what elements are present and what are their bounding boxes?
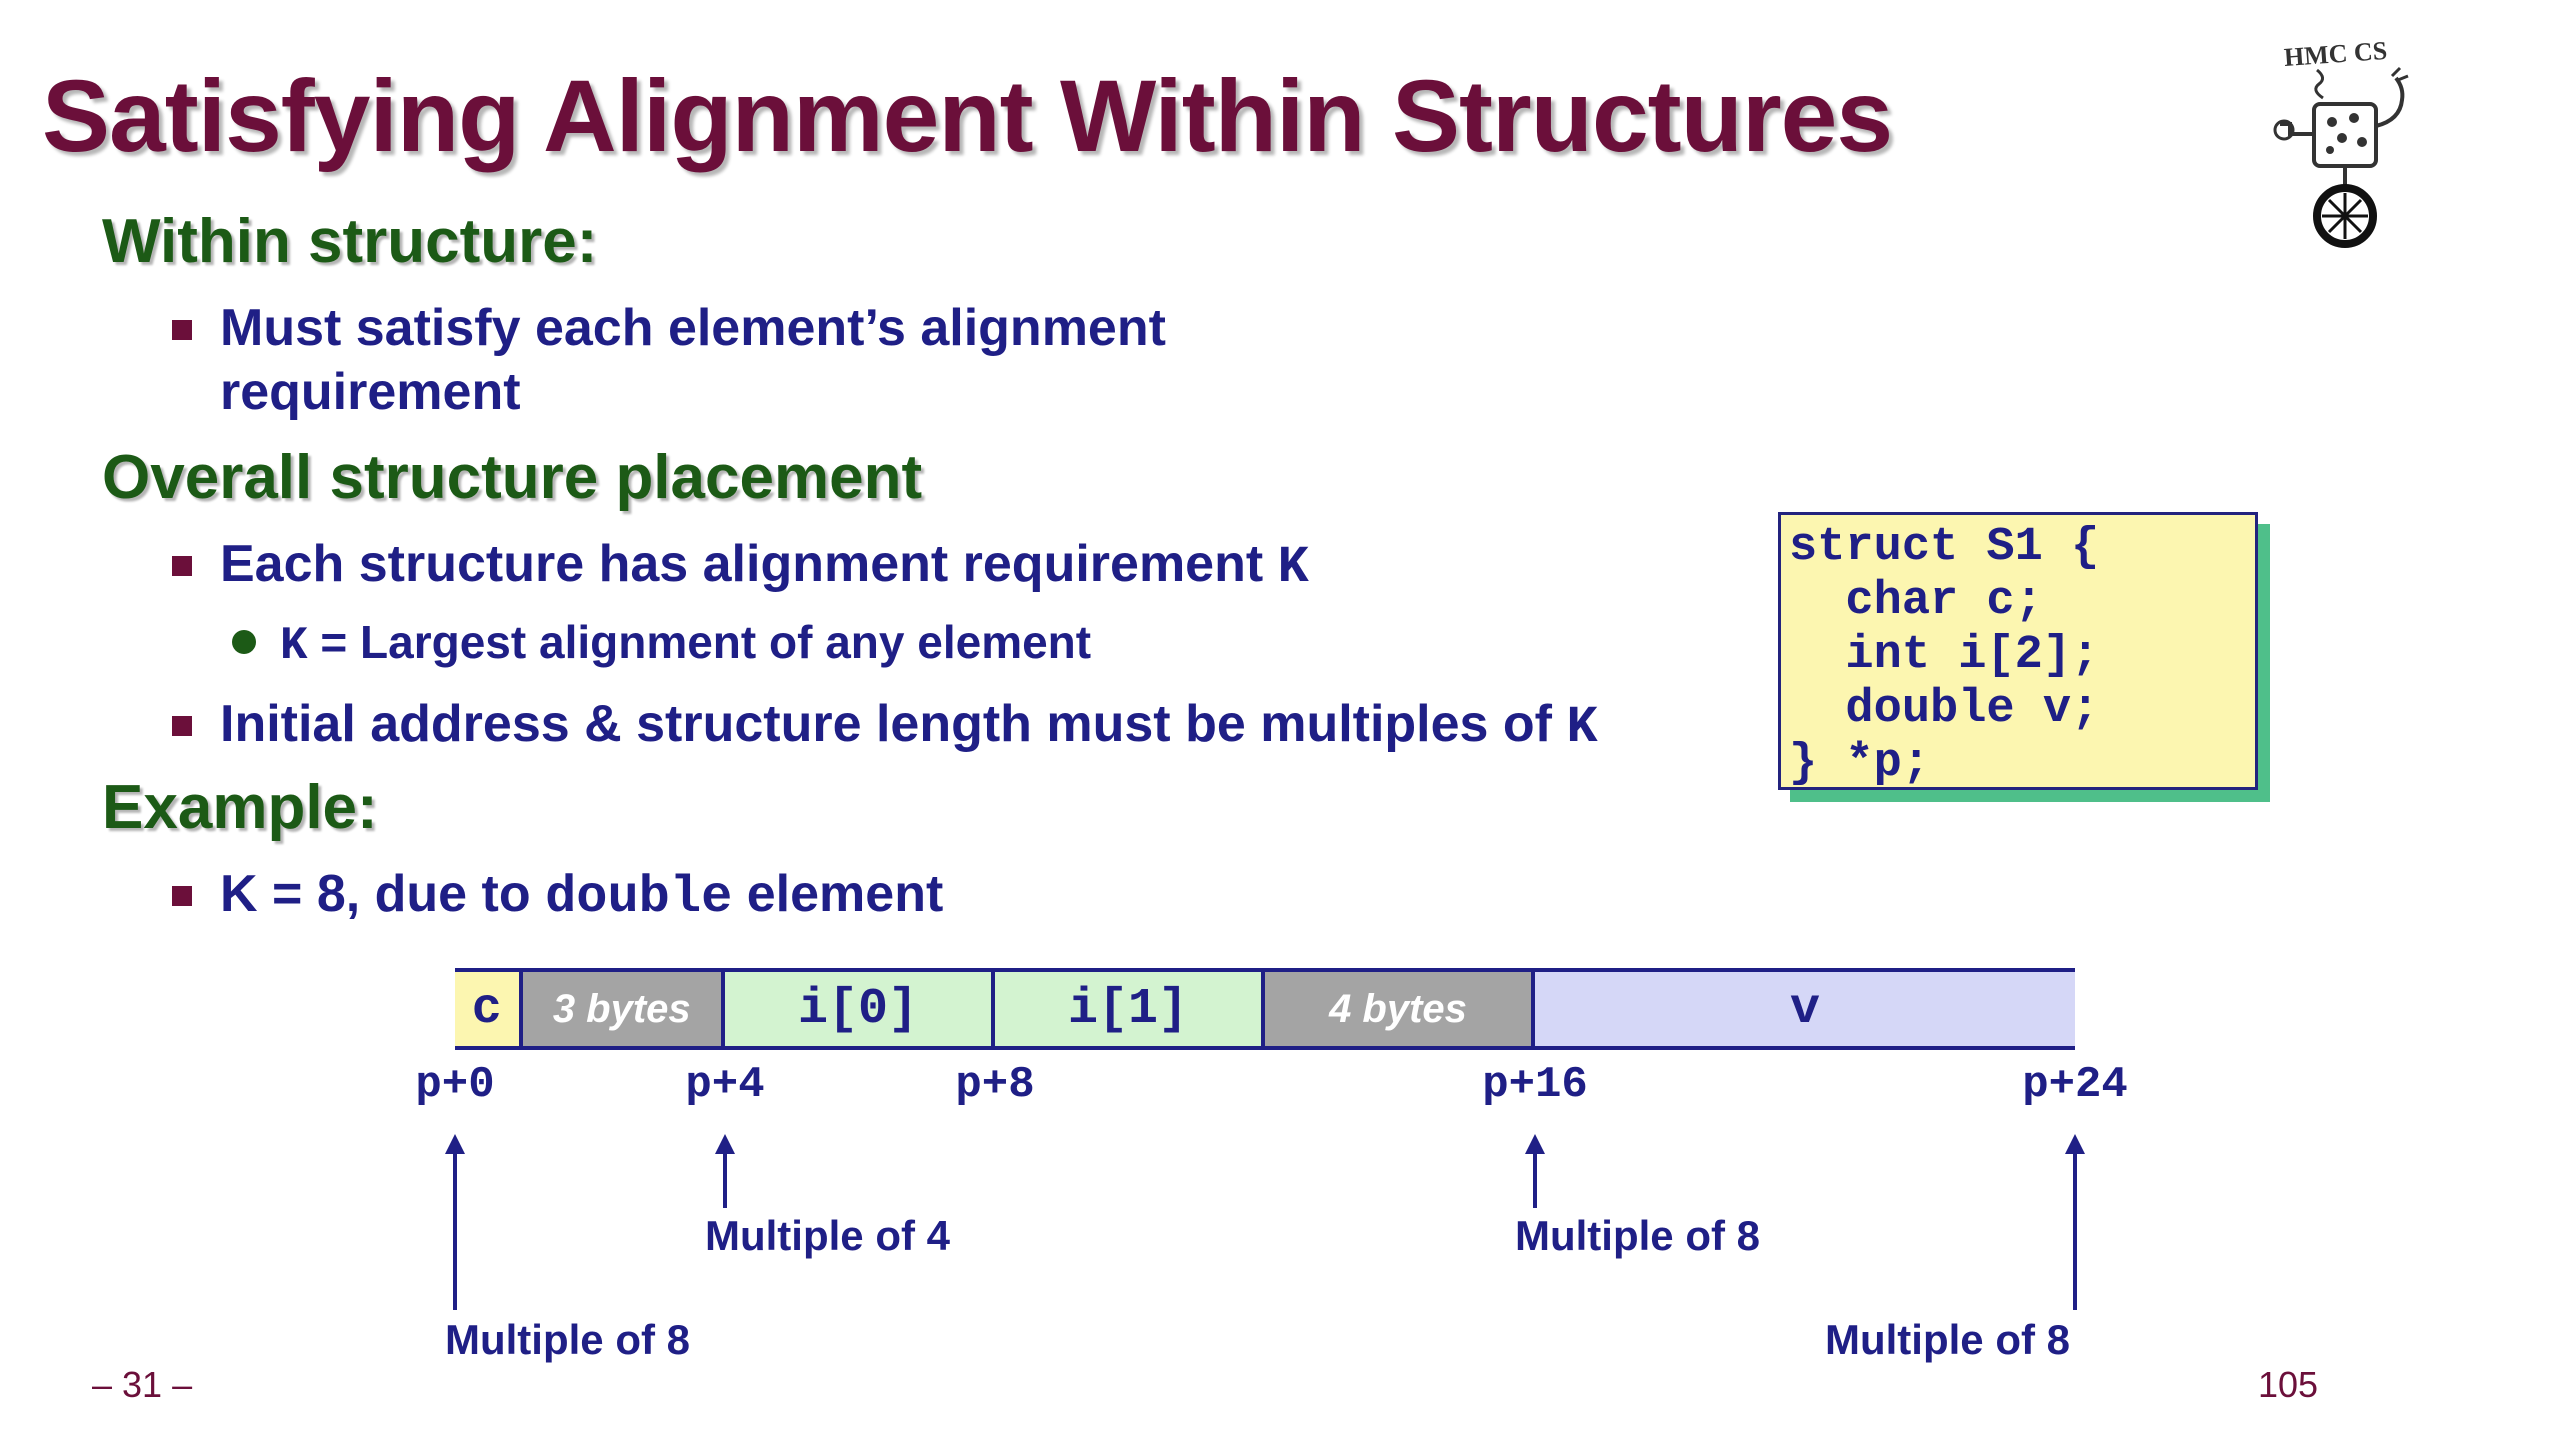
- bullet-text: element: [732, 865, 944, 923]
- struct-code-box: struct S1 { char c; int i[2]; double v; …: [1778, 512, 2258, 790]
- bullet-text: K = 8, due to: [220, 865, 546, 923]
- arrow-head: [445, 1134, 465, 1154]
- code-line: char c;: [1789, 575, 2043, 628]
- heading-within-structure: Within structure:: [102, 207, 598, 276]
- code-line: double v;: [1789, 683, 2100, 736]
- arrow-shaft: [453, 1152, 457, 1310]
- bullet-text: Initial address & structure length must …: [220, 695, 1567, 753]
- bullet-code-double: double: [545, 868, 733, 927]
- field-cell: i[0]: [725, 972, 995, 1046]
- bullet-k-equals-8: K = 8, due to double element: [220, 862, 943, 930]
- arrow-head: [1525, 1134, 1545, 1154]
- bullet-text: Each structure has alignment requirement: [220, 535, 1278, 593]
- bullet-element-alignment: Must satisfy each element’s alignment re…: [220, 296, 1166, 424]
- bullet-marker: [172, 886, 192, 906]
- heading-overall-placement: Overall structure placement: [102, 443, 923, 512]
- arrow-shaft: [1533, 1152, 1537, 1208]
- slide-title: Satisfying Alignment Within Structures: [42, 59, 1893, 173]
- slide-number-left: – 31 –: [92, 1364, 193, 1405]
- bullet-marker: [172, 716, 192, 736]
- alignment-note: Multiple of 8: [1825, 1316, 2070, 1363]
- sub-bullet-text: = Largest alignment of any element: [307, 616, 1092, 668]
- code-line: struct S1 {: [1789, 521, 2100, 574]
- code-line: } *p;: [1789, 737, 1931, 790]
- sub-bullet-marker: [232, 630, 256, 654]
- padding-cell: 3 bytes: [522, 972, 725, 1046]
- address-label: p+8: [955, 1060, 1035, 1110]
- sub-bullet-code-k: K: [280, 620, 308, 672]
- code-line: int i[2];: [1789, 629, 2100, 682]
- field-cell: i[1]: [995, 972, 1265, 1046]
- bullet-alignment-requirement: Each structure has alignment requirement…: [220, 532, 1309, 600]
- address-label: p+24: [2022, 1060, 2128, 1110]
- arrow-shaft: [2073, 1152, 2077, 1310]
- arrow-head: [715, 1134, 735, 1154]
- padding-cell: 4 bytes: [1265, 972, 1535, 1046]
- heading-example: Example:: [102, 773, 378, 842]
- bullet-code-k: K: [1277, 538, 1309, 597]
- bullet-code-k: K: [1566, 698, 1598, 757]
- bullet-line: requirement: [220, 363, 521, 421]
- address-label: p+16: [1482, 1060, 1588, 1110]
- arrow-shaft: [723, 1152, 727, 1208]
- field-cell: v: [1535, 972, 2075, 1046]
- logo-text: HMC CS: [2283, 36, 2388, 72]
- alignment-note: Multiple of 4: [705, 1212, 950, 1259]
- slide-number-right: 105: [2258, 1364, 2319, 1405]
- hmc-cs-logo: HMC CS: [2262, 30, 2452, 260]
- bullet-marker: [172, 556, 192, 576]
- address-label: p+4: [685, 1060, 765, 1110]
- bullet-line: Must satisfy each element’s alignment: [220, 299, 1166, 357]
- alignment-note: Multiple of 8: [1515, 1212, 1760, 1259]
- bullet-marker: [172, 320, 192, 340]
- field-cell: c: [455, 972, 523, 1046]
- alignment-note: Multiple of 8: [445, 1316, 690, 1363]
- address-label: p+0: [415, 1060, 495, 1110]
- arrow-head: [2065, 1134, 2085, 1154]
- bullet-multiples-of-k: Initial address & structure length must …: [220, 692, 1598, 760]
- sub-bullet-largest-alignment: K = Largest alignment of any element: [280, 614, 1091, 674]
